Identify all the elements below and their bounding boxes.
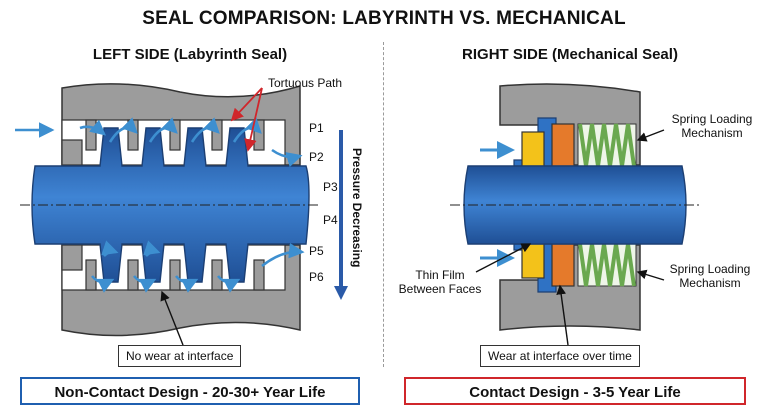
mechanical-life-banner: Contact Design - 3-5 Year Life <box>404 377 746 405</box>
tortuous-path-label: Tortuous Path <box>268 76 343 90</box>
lower-spring <box>578 243 636 287</box>
no-wear-pointer <box>160 290 184 346</box>
pressure-arrow-head <box>334 286 348 300</box>
pressure-point-p3: P3 <box>323 180 338 194</box>
spring-label-top: Spring Loading Mechanism <box>671 112 753 140</box>
lower-yellow-face <box>521 243 545 279</box>
upper-yellow-face <box>521 131 545 167</box>
upper-orange-face <box>551 123 575 167</box>
mechanical-heading: RIGHT SIDE (Mechanical Seal) <box>462 46 678 63</box>
mechanical-callout-pointers <box>475 129 665 346</box>
center-divider <box>383 42 384 367</box>
mechanical-shaft <box>463 165 687 245</box>
pressure-point-p5: P5 <box>309 244 324 258</box>
pressure-point-p4: P4 <box>323 213 338 227</box>
labyrinth-life-banner: Non-Contact Design - 20-30+ Year Life <box>20 377 360 405</box>
labyrinth-heading: LEFT SIDE (Labyrinth Seal) <box>92 46 288 63</box>
lower-orange-face <box>551 243 575 287</box>
mechanical-inlet-arrows <box>480 141 515 267</box>
pressure-point-p6: P6 <box>309 270 324 284</box>
labyrinth-lower-flow-arrows <box>90 240 305 293</box>
wear-over-time-note: Wear at interface over time <box>480 345 640 367</box>
spring-label-bottom: Spring Loading Mechanism <box>669 262 751 290</box>
no-wear-note: No wear at interface <box>118 345 242 367</box>
labyrinth-lower-housing-teeth <box>85 259 265 291</box>
page-title: SEAL COMPARISON: LABYRINTH VS. MECHANICA… <box>142 8 626 29</box>
thin-film-label: Thin Film Between Faces <box>398 268 482 296</box>
labyrinth-upper-flow-arrows <box>15 117 303 168</box>
upper-spring <box>578 123 636 167</box>
pressure-decreasing-label: Pressure Decreasing <box>350 148 364 268</box>
tortuous-path-callouts <box>230 87 263 152</box>
pressure-point-p1: P1 <box>309 121 324 135</box>
pressure-point-p2: P2 <box>309 150 324 164</box>
